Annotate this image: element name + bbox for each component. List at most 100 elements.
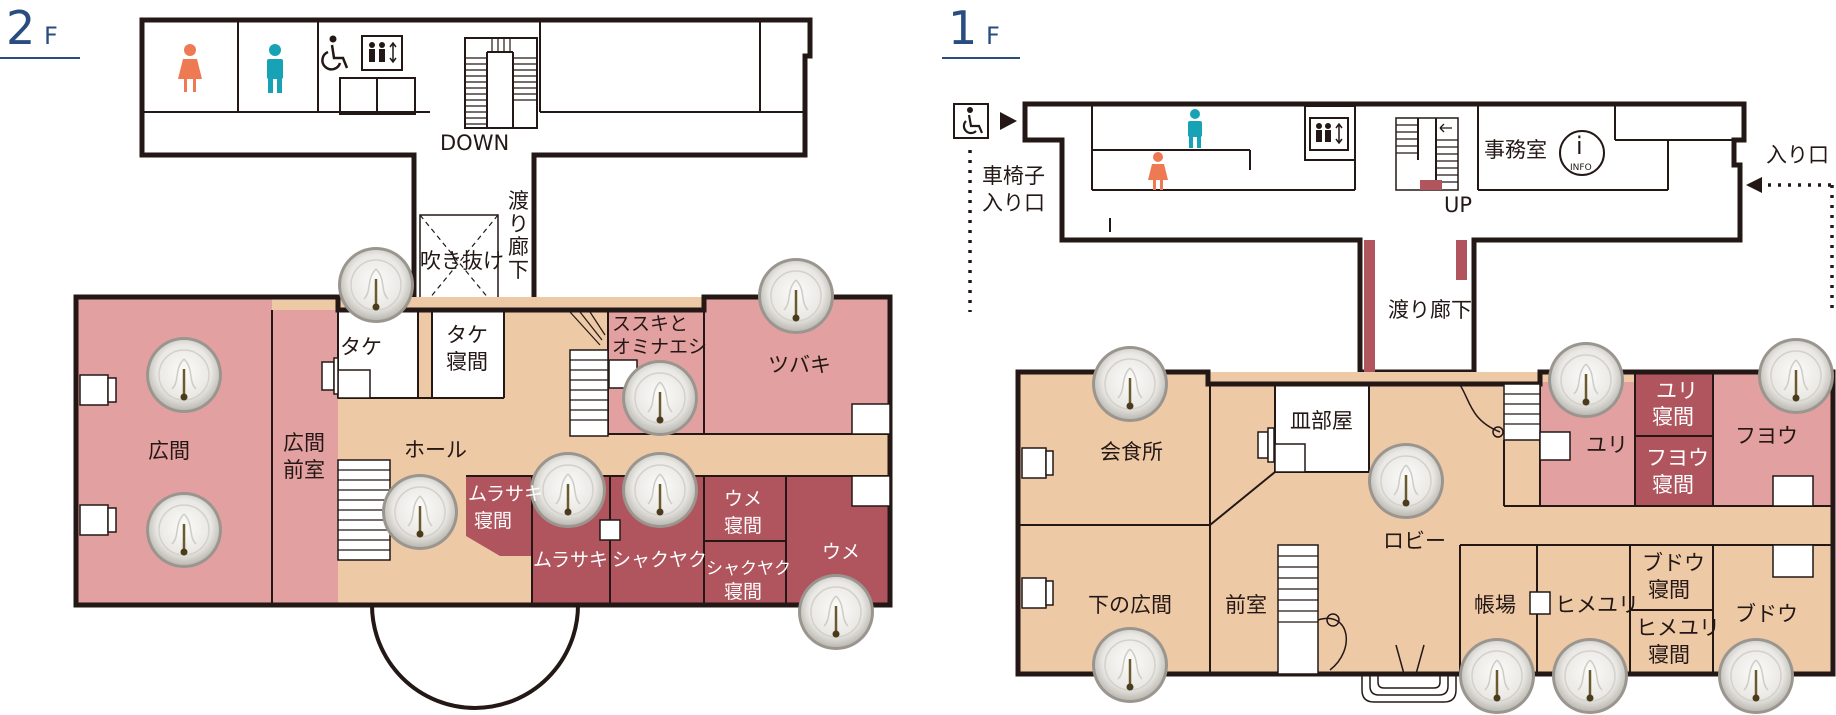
room-susuki-2: オミナエシ [612, 336, 707, 358]
room-himeyuri-bedroom-2: 寝間 [1648, 643, 1690, 667]
room-himeyuri-bedroom-1: ヒメユリ [1636, 616, 1720, 640]
room-budou-bedroom-1: ブドウ [1642, 551, 1705, 575]
male-toilet-icon-1f [1188, 109, 1202, 148]
male-toilet-icon [267, 44, 283, 93]
corridor-wall-right [1456, 240, 1467, 280]
room-ume-bedroom-1: ウメ [724, 488, 762, 510]
info-icon: i INFO [1559, 130, 1605, 176]
room-dining: 会食所 [1100, 440, 1163, 464]
plate-himeyuri [1550, 636, 1630, 715]
plate-susuki [620, 358, 700, 438]
corridor-label-2f-4: 下 [508, 258, 529, 282]
room-murasaki-bedroom: ムラサキ 寝間 [468, 483, 543, 532]
room-ume-bedroom-2: 寝間 [724, 515, 762, 537]
wheelchair-entrance-icon [953, 103, 1017, 139]
room-take-bedroom-1: タケ [446, 323, 488, 347]
front-steps-1f [1361, 644, 1457, 703]
corridor-label-2f-3: 廊 [508, 235, 529, 259]
corridor-label-1f: 渡り廊下 [1388, 298, 1472, 322]
plate-chouba [1457, 636, 1537, 715]
plate-yuri [1546, 340, 1626, 420]
room-murasaki-bedroom-1: ムラサキ [468, 483, 543, 505]
wheelchair-entrance-label-1: 車椅子 [982, 164, 1045, 188]
room-fuyou-bedroom-2: 寝間 [1652, 473, 1694, 497]
floor-title-1f: 1 F [942, 1, 1020, 59]
elevator-icon [361, 35, 403, 71]
wheelchair-icon [321, 35, 349, 71]
room-ume-bedroom: ウメ 寝間 [724, 488, 762, 537]
marker-red-1f-a [1420, 180, 1442, 190]
female-toilet-icon [178, 44, 202, 92]
main-block-2f: タケ タケ 寝間 ススキと オミナエシ ツバキ 広間 広間 前室 ホール ムラサ… [73, 245, 893, 710]
entrance-arrow [1746, 177, 1762, 193]
elevator-icon-1f [1309, 117, 1349, 151]
room-fuyou-bedroom-1: フヨウ [1646, 446, 1709, 470]
plate-budou [1716, 636, 1796, 715]
corridor-label-2f-1: 渡 [508, 189, 529, 213]
floor-suffix-1f: F [986, 22, 1000, 50]
room-himeyuri-bedroom: ヒメユリ 寝間 [1636, 616, 1720, 667]
plate-lower-hiroma [1090, 625, 1170, 705]
main-block-1f: 会食所 皿部屋 ロビー ユリ ユリ 寝間 フヨウ 寝間 フヨウ 下の広間 前室 … [1015, 336, 1836, 715]
corridor-label-2f-2: り [508, 212, 529, 236]
room-fuyou: フヨウ [1735, 424, 1798, 448]
room-budou-bedroom: ブドウ 寝間 [1642, 551, 1705, 602]
corridor-wall-left [1364, 240, 1375, 372]
entrance-label: 入り口 [1766, 143, 1829, 167]
room-susuki: ススキと オミナエシ [612, 313, 707, 358]
room-susuki-1: ススキと [612, 313, 688, 335]
room-front: 前室 [1225, 593, 1267, 617]
room-lower-hiroma: 下の広間 [1088, 593, 1172, 617]
stairs-lobby-1f [1277, 544, 1347, 675]
floor-2f: 2 F [0, 1, 893, 710]
room-chouba: 帳場 [1474, 593, 1516, 617]
upper-block-2f: DOWN [139, 17, 813, 311]
stairs-spiral-1f [1459, 383, 1541, 441]
room-lobby: ロビー [1383, 529, 1446, 553]
plate-hall [380, 472, 460, 552]
room-hiroma: 広間 [148, 439, 190, 463]
room-shakuyaku-bedroom-1: シャクヤク [706, 559, 791, 579]
plate-hiroma-1 [144, 335, 224, 415]
stairs-spiral-2f [569, 311, 609, 437]
room-shakuyaku-bedroom: シャクヤク 寝間 [706, 559, 791, 603]
floor-number-1f: 1 [948, 1, 977, 55]
room-shakuyaku-bedroom-2: 寝間 [724, 581, 762, 603]
wheelchair-entrance-label-2: 入り口 [982, 191, 1045, 215]
room-dish: 皿部屋 [1290, 409, 1353, 433]
floor-title-2f: 2 F [0, 1, 80, 59]
plate-lobby [1366, 441, 1446, 521]
plate-ume [796, 572, 876, 652]
room-yuri-bedroom-1: ユリ [1656, 379, 1698, 403]
stairs-up-1f [1395, 117, 1459, 191]
up-label: UP [1444, 193, 1472, 217]
room-murasaki: ムラサキ [533, 549, 608, 571]
room-budou: ブドウ [1735, 602, 1798, 626]
room-shakuyaku: シャクヤク [612, 549, 707, 571]
atrium-label: 吹き抜け [420, 249, 504, 273]
room-murasaki-bedroom-2: 寝間 [474, 510, 512, 532]
room-hall: ホール [404, 438, 467, 462]
room-budou-bedroom-2: 寝間 [1648, 578, 1690, 602]
atrium-2f: 吹き抜け [419, 214, 504, 311]
room-hiroma-front-1: 広間 [283, 431, 325, 455]
room-yuri-bedroom-2: 寝間 [1652, 405, 1694, 429]
room-hiroma-front: 広間 前室 [283, 431, 325, 482]
female-toilet-icon-1f [1148, 152, 1168, 190]
down-label: DOWN [440, 131, 509, 155]
stairs-down-2f [464, 37, 538, 129]
corridor-label-2f: 渡 り 廊 下 [508, 189, 529, 282]
floor-number-2f: 2 [6, 1, 35, 55]
room-hiroma-front-2: 前室 [283, 458, 325, 482]
floor-1f: 1 F [942, 1, 1836, 715]
info-text: INFO [1570, 163, 1592, 173]
room-take-bedroom-2: 寝間 [446, 350, 488, 374]
floor-suffix-2f: F [44, 22, 58, 50]
room-tsubaki: ツバキ [768, 353, 831, 377]
room-office: 事務室 [1484, 138, 1547, 162]
room-yuri-bedroom: ユリ 寝間 [1652, 379, 1698, 429]
plate-take [336, 245, 416, 325]
room-fuyou-bedroom: フヨウ 寝間 [1646, 446, 1709, 497]
plate-hiroma-2 [144, 490, 224, 570]
